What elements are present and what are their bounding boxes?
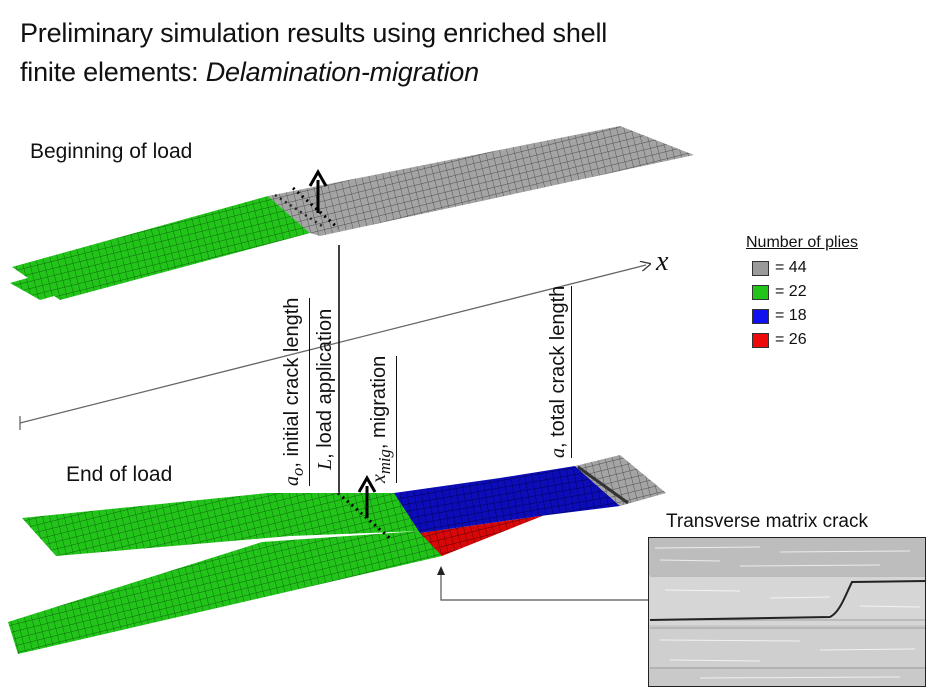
x-axis-label: x <box>656 246 669 277</box>
annotation-load-application: L, load application <box>314 308 336 470</box>
legend-title: Number of plies <box>746 234 859 251</box>
annotation-total-crack-length: a, total crack length <box>547 285 572 458</box>
beginning-upper-green-strip <box>12 196 310 300</box>
crack-callout-connector <box>437 566 648 601</box>
micrograph-title: Transverse matrix crack <box>666 511 868 532</box>
end-red-region <box>420 493 600 556</box>
micrograph-image <box>648 537 927 687</box>
x-axis <box>19 265 646 430</box>
beginning-gray-region <box>268 126 694 236</box>
end-load-arrow-icon <box>357 474 377 518</box>
matrix-crack-path <box>649 580 927 621</box>
beginning-of-load-label: Beginning of load <box>30 140 193 163</box>
legend-swatch-gray <box>752 260 769 276</box>
end-migration-band <box>577 465 629 505</box>
annotation-migration: xmig, migration <box>368 355 397 483</box>
end-upper-green-arm <box>22 493 442 556</box>
title-line-2: finite elements: Delamination-migration <box>20 57 479 87</box>
plies-legend: Number of plies = 44 = 22 = 18 = 26 <box>746 234 858 352</box>
legend-item-22: = 22 <box>752 280 858 304</box>
legend-swatch-green <box>752 284 769 300</box>
end-lower-green-arm <box>8 531 442 654</box>
legend-item-44: = 44 <box>752 256 858 280</box>
slide-title: Preliminary simulation results using enr… <box>20 14 607 92</box>
legend-item-26: = 26 <box>752 328 858 352</box>
title-line-1: Preliminary simulation results using enr… <box>20 18 608 48</box>
end-gray-region <box>575 455 666 506</box>
title-italic: Delamination-migration <box>205 57 479 87</box>
end-of-load-label: End of load <box>66 463 173 486</box>
beginning-load-line <box>292 186 339 230</box>
legend-swatch-red <box>752 332 769 348</box>
legend-item-18: = 18 <box>752 304 858 328</box>
beginning-crack-front <box>274 193 326 230</box>
beginning-mesh <box>10 126 694 300</box>
micrograph-frame <box>648 537 926 687</box>
end-mesh <box>8 455 666 654</box>
legend-swatch-blue <box>752 308 769 324</box>
beginning-load-arrow-icon <box>308 168 328 213</box>
end-blue-region <box>394 466 620 533</box>
annotation-initial-crack-length: ao, initial crack length <box>281 297 310 486</box>
